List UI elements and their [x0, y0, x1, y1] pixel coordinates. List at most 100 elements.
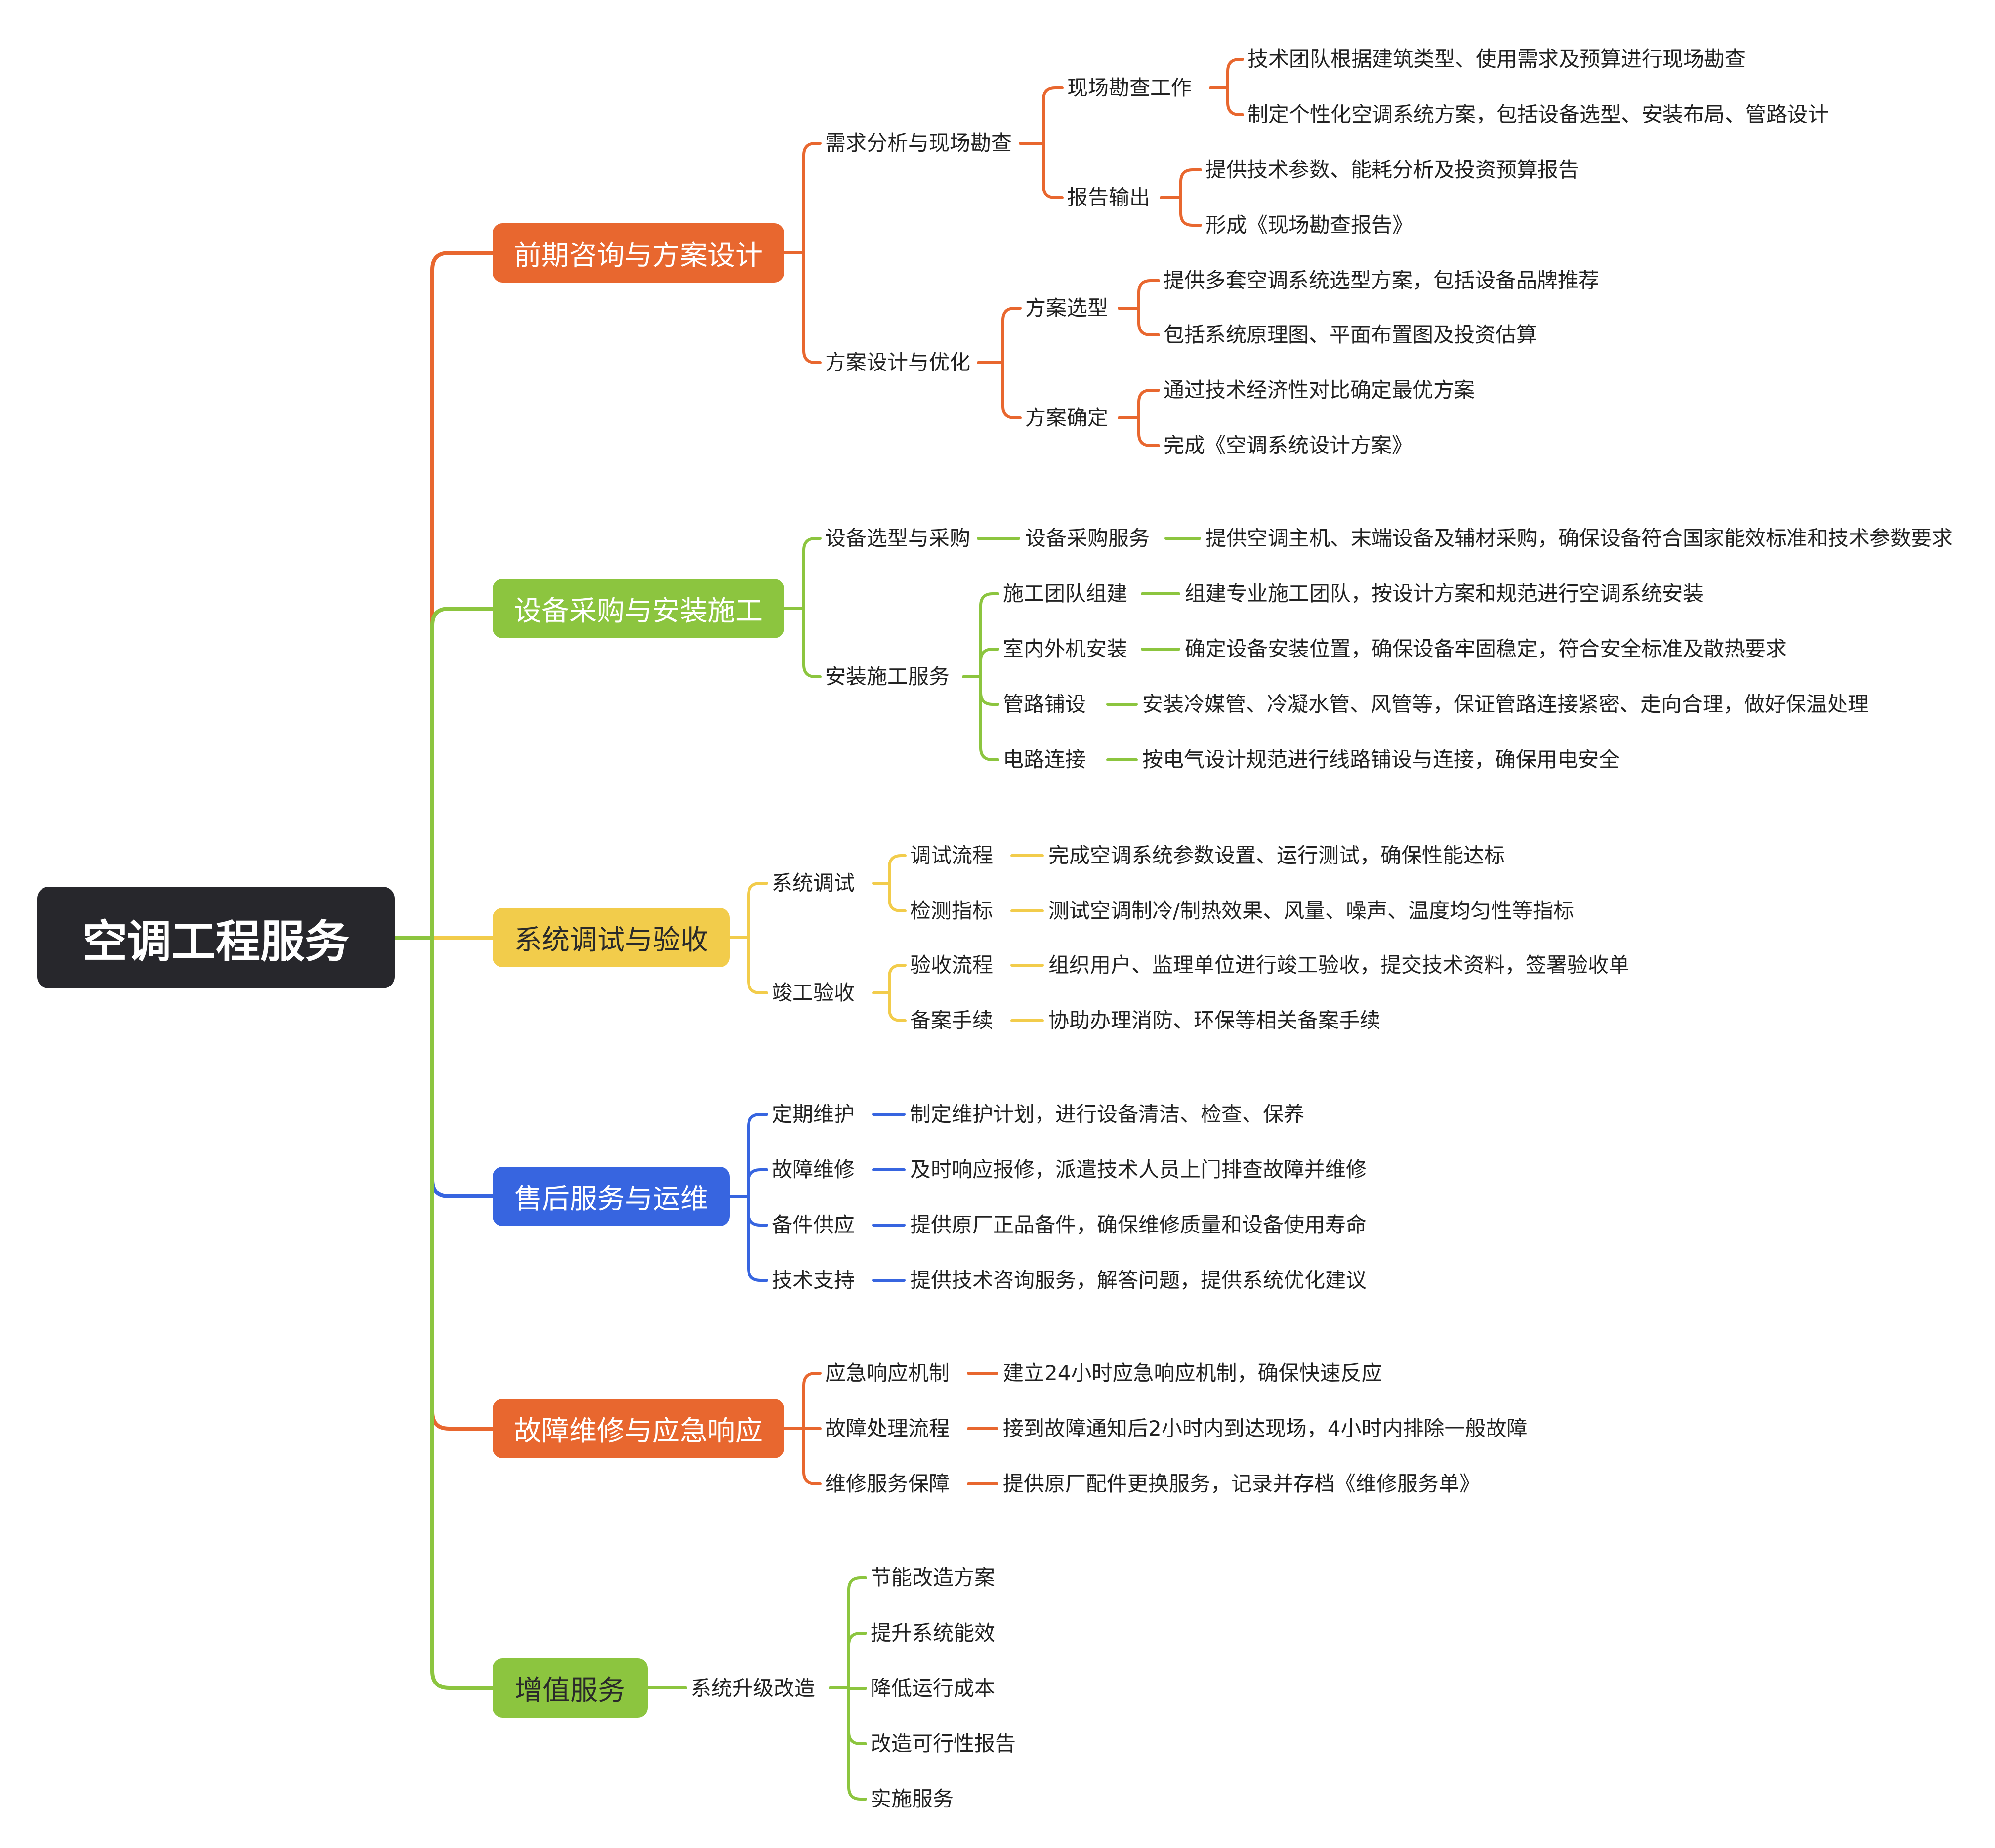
topic-wiring[interactable]: 电路连接 — [1003, 747, 1086, 772]
leaf-tech-support[interactable]: 提供技术咨询服务，解答问题，提供系统优化建议 — [910, 1268, 1367, 1292]
topic-tech-support[interactable]: 技术支持 — [772, 1268, 855, 1292]
connector — [1137, 279, 1160, 310]
leaf-filing[interactable]: 协助办理消防、环保等相关备案手续 — [1048, 1008, 1381, 1032]
connector — [1226, 86, 1244, 116]
leaf-test-indicators[interactable]: 测试空调制冷/制热效果、风量、噪声、温度均匀性等指标 — [1048, 899, 1575, 923]
connector — [747, 1195, 768, 1227]
topic-spare-parts[interactable]: 备件供应 — [772, 1213, 855, 1237]
topic-team-building[interactable]: 施工团队组建 — [1003, 581, 1128, 606]
leaf-repair-guarantee[interactable]: 提供原厂配件更换服务，记录并存档《维修服务单》 — [1003, 1472, 1481, 1496]
topic-fault-handling[interactable]: 故障处理流程 — [825, 1416, 950, 1440]
connector — [802, 251, 822, 364]
leaf-procurement[interactable]: 提供空调主机、末端设备及辅材采购，确保设备符合国家能效标准和技术参数要求 — [1205, 526, 1953, 550]
leaf-commissioning-process[interactable]: 完成空调系统参数设置、运行测试，确保性能达标 — [1048, 843, 1505, 867]
connector — [979, 675, 999, 761]
connector — [747, 1168, 768, 1198]
connector — [1137, 389, 1160, 419]
leaf-scheme-selection-1[interactable]: 提供多套空调系统选型方案，包括设备品牌推荐 — [1164, 268, 1600, 292]
leaf-reduce-cost[interactable]: 降低运行成本 — [871, 1676, 996, 1700]
connector — [802, 1372, 822, 1430]
branch-consulting-design[interactable]: 前期咨询与方案设计 — [493, 223, 784, 283]
connector — [430, 607, 495, 940]
topic-site-survey-work[interactable]: 现场勘查工作 — [1067, 76, 1192, 100]
leaf-regular-maintenance[interactable]: 制定维护计划，进行设备清洁、检查、保养 — [910, 1102, 1305, 1126]
topic-commissioning-process[interactable]: 调试流程 — [910, 843, 994, 867]
root-topic[interactable]: 空调工程服务 — [37, 887, 395, 988]
leaf-wiring[interactable]: 按电气设计规范进行线路铺设与连接，确保用电安全 — [1142, 747, 1620, 772]
connector — [802, 1427, 822, 1485]
connector — [1179, 168, 1202, 199]
topic-repair-guarantee[interactable]: 维修服务保障 — [825, 1472, 950, 1496]
leaf-emergency-mechanism[interactable]: 建立24小时应急响应机制，确保快速反应 — [1003, 1361, 1382, 1385]
connector — [802, 537, 822, 610]
connector — [888, 882, 907, 912]
connector — [888, 991, 907, 1022]
leaf-fault-repair[interactable]: 及时响应报修，派遣技术人员上门排查故障并维修 — [910, 1157, 1367, 1182]
leaf-site-survey-1[interactable]: 技术团队根据建筑类型、使用需求及预算进行现场勘查 — [1247, 47, 1746, 71]
leaf-report-2[interactable]: 形成《现场勘查报告》 — [1205, 213, 1413, 237]
leaf-report-1[interactable]: 提供技术参数、能耗分析及投资预算报告 — [1205, 158, 1579, 182]
topic-filing[interactable]: 备案手续 — [910, 1008, 994, 1032]
connector — [747, 1113, 768, 1198]
topic-installation-service[interactable]: 安装施工服务 — [825, 664, 950, 689]
branch-after-sales[interactable]: 售后服务与运维 — [493, 1167, 730, 1226]
leaf-scheme-confirmation-1[interactable]: 通过技术经济性对比确定最优方案 — [1164, 378, 1475, 402]
topic-system-upgrade[interactable]: 系统升级改造 — [691, 1676, 816, 1700]
topic-fault-repair[interactable]: 故障维修 — [772, 1157, 855, 1182]
topic-system-commissioning[interactable]: 系统调试 — [772, 871, 855, 895]
connector — [430, 936, 495, 1198]
leaf-improve-efficiency[interactable]: 提升系统能效 — [871, 1621, 996, 1645]
topic-unit-installation[interactable]: 室内外机安装 — [1003, 637, 1128, 661]
topic-demand-survey[interactable]: 需求分析与现场勘查 — [825, 131, 1012, 155]
leaf-energy-retrofit[interactable]: 节能改造方案 — [871, 1565, 996, 1590]
topic-procurement-service[interactable]: 设备采购服务 — [1025, 526, 1150, 550]
connector — [802, 607, 822, 678]
topic-test-indicators[interactable]: 检测指标 — [910, 899, 994, 923]
topic-piping[interactable]: 管路铺设 — [1003, 692, 1086, 716]
connector — [979, 675, 999, 706]
connector — [847, 1632, 867, 1689]
leaf-scheme-selection-2[interactable]: 包括系统原理图、平面布置图及投资估算 — [1164, 323, 1538, 347]
connector — [1137, 416, 1160, 447]
leaf-feasibility-report[interactable]: 改造可行性报告 — [871, 1731, 1016, 1756]
leaf-scheme-confirmation-2[interactable]: 完成《空调系统设计方案》 — [1164, 433, 1413, 457]
leaf-piping[interactable]: 安装冷媒管、冷凝水管、风管等，保证管路连接紧密、走向合理，做好保温处理 — [1142, 692, 1869, 716]
branch-emergency-repair[interactable]: 故障维修与应急响应 — [493, 1399, 784, 1458]
connector — [430, 936, 495, 1690]
connector — [747, 936, 768, 994]
topic-emergency-mechanism[interactable]: 应急响应机制 — [825, 1361, 950, 1385]
branch-commissioning-acceptance[interactable]: 系统调试与验收 — [493, 908, 730, 967]
connector — [1042, 142, 1064, 199]
branch-value-added[interactable]: 增值服务 — [493, 1658, 648, 1718]
leaf-implementation[interactable]: 实施服务 — [871, 1787, 954, 1811]
topic-acceptance-process[interactable]: 验收流程 — [910, 953, 994, 977]
topic-design-optimization[interactable]: 方案设计与优化 — [825, 350, 971, 374]
connector — [979, 592, 999, 678]
connector — [430, 251, 495, 940]
leaf-unit-installation[interactable]: 确定设备安装位置，确保设备牢固稳定，符合安全标准及散热要求 — [1185, 637, 1787, 661]
connector — [847, 1686, 867, 1801]
leaf-site-survey-2[interactable]: 制定个性化空调系统方案，包括设备选型、安装布局、管路设计 — [1247, 102, 1829, 126]
topic-completion-acceptance[interactable]: 竣工验收 — [772, 981, 855, 1005]
connector — [888, 854, 907, 885]
connector — [747, 882, 768, 939]
branch-procurement-installation[interactable]: 设备采购与安装施工 — [493, 579, 784, 638]
leaf-acceptance-process[interactable]: 组织用户、监理单位进行竣工验收，提交技术资料，签署验收单 — [1048, 953, 1630, 977]
connector — [888, 964, 907, 994]
connector — [1001, 361, 1022, 419]
leaf-spare-parts[interactable]: 提供原厂正品备件，确保维修质量和设备使用寿命 — [910, 1213, 1367, 1237]
connector — [979, 648, 999, 678]
connector — [1001, 307, 1022, 364]
topic-report-output[interactable]: 报告输出 — [1067, 185, 1151, 209]
topic-regular-maintenance[interactable]: 定期维护 — [772, 1102, 855, 1126]
connector — [1042, 86, 1064, 145]
leaf-fault-handling[interactable]: 接到故障通知后2小时内到达现场，4小时内排除一般故障 — [1003, 1416, 1528, 1440]
connector — [847, 1686, 867, 1745]
connector — [1226, 58, 1244, 89]
topic-scheme-confirmation[interactable]: 方案确定 — [1025, 406, 1109, 430]
leaf-team-building[interactable]: 组建专业施工团队，按设计方案和规范进行空调系统安装 — [1185, 581, 1704, 606]
connector — [847, 1576, 867, 1689]
topic-equipment-selection[interactable]: 设备选型与采购 — [825, 526, 971, 550]
topic-scheme-selection[interactable]: 方案选型 — [1025, 296, 1109, 320]
